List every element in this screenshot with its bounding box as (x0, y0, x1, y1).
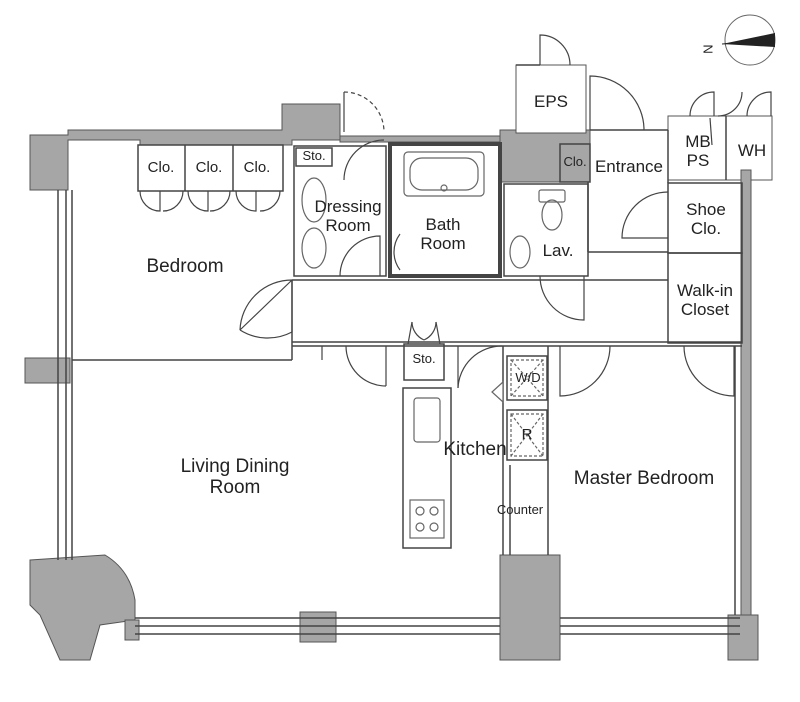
storage-dressing-label: Sto. (302, 148, 326, 163)
mb-ps-label: MB PS (685, 132, 711, 170)
living-dining-label: Living Dining Room (180, 456, 290, 498)
walls (24, 64, 773, 661)
toilet-tank (538, 189, 566, 203)
bedroom-label: Bedroom (146, 256, 224, 277)
closet-label-1: Clo. (147, 159, 175, 176)
storage-kitchen-label: Sto. (412, 351, 436, 366)
closet-label-3: Clo. (243, 159, 271, 176)
bath-room-label: Bath Room (420, 215, 466, 253)
dressing-basin-bottom (301, 227, 327, 269)
washer-dryer-label: W/D (515, 370, 541, 385)
compass-icon (721, 14, 776, 66)
dressing-room-label: Dressing Room (314, 197, 382, 235)
wall-eps-block (515, 64, 587, 134)
dressing-basin-top (301, 177, 327, 223)
master-bedroom-label: Master Bedroom (573, 468, 715, 489)
closet-label-2: Clo. (195, 159, 223, 176)
closet-entrance-label: Clo. (563, 154, 587, 169)
lav-basin (509, 235, 531, 269)
wall-bottom-column-b (124, 619, 140, 641)
entrance-label: Entrance (594, 157, 664, 176)
cooktop (409, 499, 445, 539)
partition-lines (57, 64, 743, 635)
wall-top-left-block (29, 103, 341, 191)
compass-north-label: N (700, 44, 716, 54)
wall-bottom-column-a (299, 611, 337, 643)
counter-label: Counter (496, 502, 544, 517)
wall-bottom-left-block (29, 554, 136, 661)
fixtures (301, 151, 566, 539)
wall-bottom-right-column (727, 614, 759, 661)
shoe-closet-label: Shoe Clo. (686, 200, 726, 238)
door-swings (139, 34, 772, 397)
wh-label: WH (737, 141, 767, 160)
lav-label: Lav. (542, 241, 574, 260)
kitchen-sink (413, 397, 441, 443)
walk-in-closet-label: Walk-in Closet (676, 281, 734, 319)
wall-top-mid (339, 135, 501, 143)
wall-bottom-mid-column (499, 554, 561, 661)
kitchen-label: Kitchen (443, 439, 507, 460)
toilet-bowl (541, 199, 563, 231)
refrigerator-label: R (521, 426, 533, 443)
bathtub (403, 151, 485, 197)
wall-left-column (24, 357, 71, 384)
eps-label: EPS (533, 92, 569, 111)
